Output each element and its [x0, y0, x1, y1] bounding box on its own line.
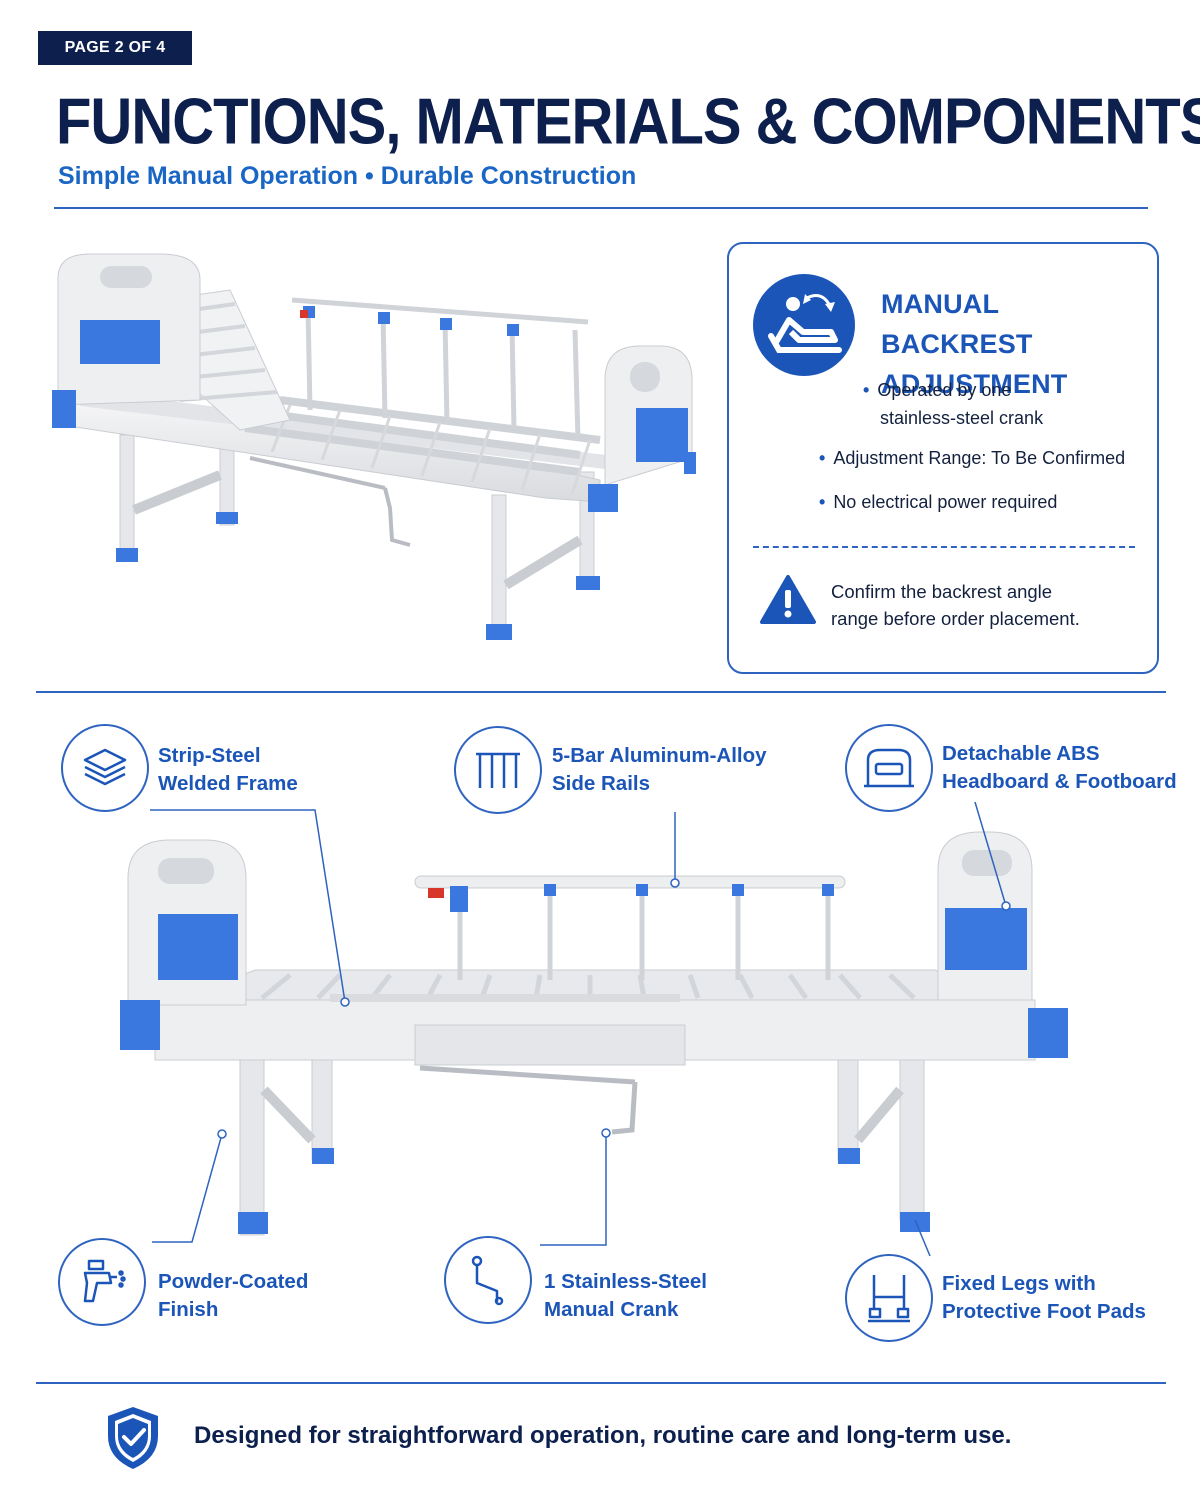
- reclining-patient-icon: [753, 274, 855, 376]
- bed-leg-icon: [845, 1254, 933, 1342]
- bullet-no-power: •No electrical power required: [819, 492, 1058, 512]
- page-badge: PAGE 2 OF 4: [38, 31, 192, 65]
- footer-tagline: Designed for straightforward operation, …: [194, 1422, 1012, 1449]
- shield-check-icon: [108, 1407, 158, 1469]
- page-title: FUNCTIONS, MATERIALS & COMPONENTS: [56, 85, 1200, 158]
- bed-image-backrest-raised: [52, 253, 696, 640]
- backrest-info-card: MANUAL BACKREST ADJUSTMENT •Operated by …: [727, 242, 1159, 674]
- bullet-adjustment-range: •Adjustment Range: To Be Confirmed: [819, 448, 1126, 468]
- backrest-warning-text: Confirm the backrest angle range before …: [831, 581, 1080, 629]
- spray-gun-icon: [58, 1238, 146, 1326]
- bullet-crank: •Operated by one stainless-steel crank: [863, 380, 1044, 428]
- section-divider: [36, 691, 1166, 693]
- crank-icon: [444, 1236, 532, 1324]
- card-dashed-divider: [753, 546, 1135, 548]
- footer-divider: [36, 1382, 1166, 1384]
- page-subtitle: Simple Manual Operation • Durable Constr…: [58, 162, 637, 190]
- layers-icon: [61, 724, 149, 812]
- warning-triangle-icon: [760, 575, 816, 624]
- side-rail-icon: [454, 726, 542, 814]
- header-divider: [54, 207, 1148, 209]
- headboard-icon: [845, 724, 933, 812]
- backrest-card-title: MANUAL BACKREST ADJUSTMENT: [881, 289, 1068, 399]
- bed-image-flat-with-callouts: [120, 801, 1068, 1257]
